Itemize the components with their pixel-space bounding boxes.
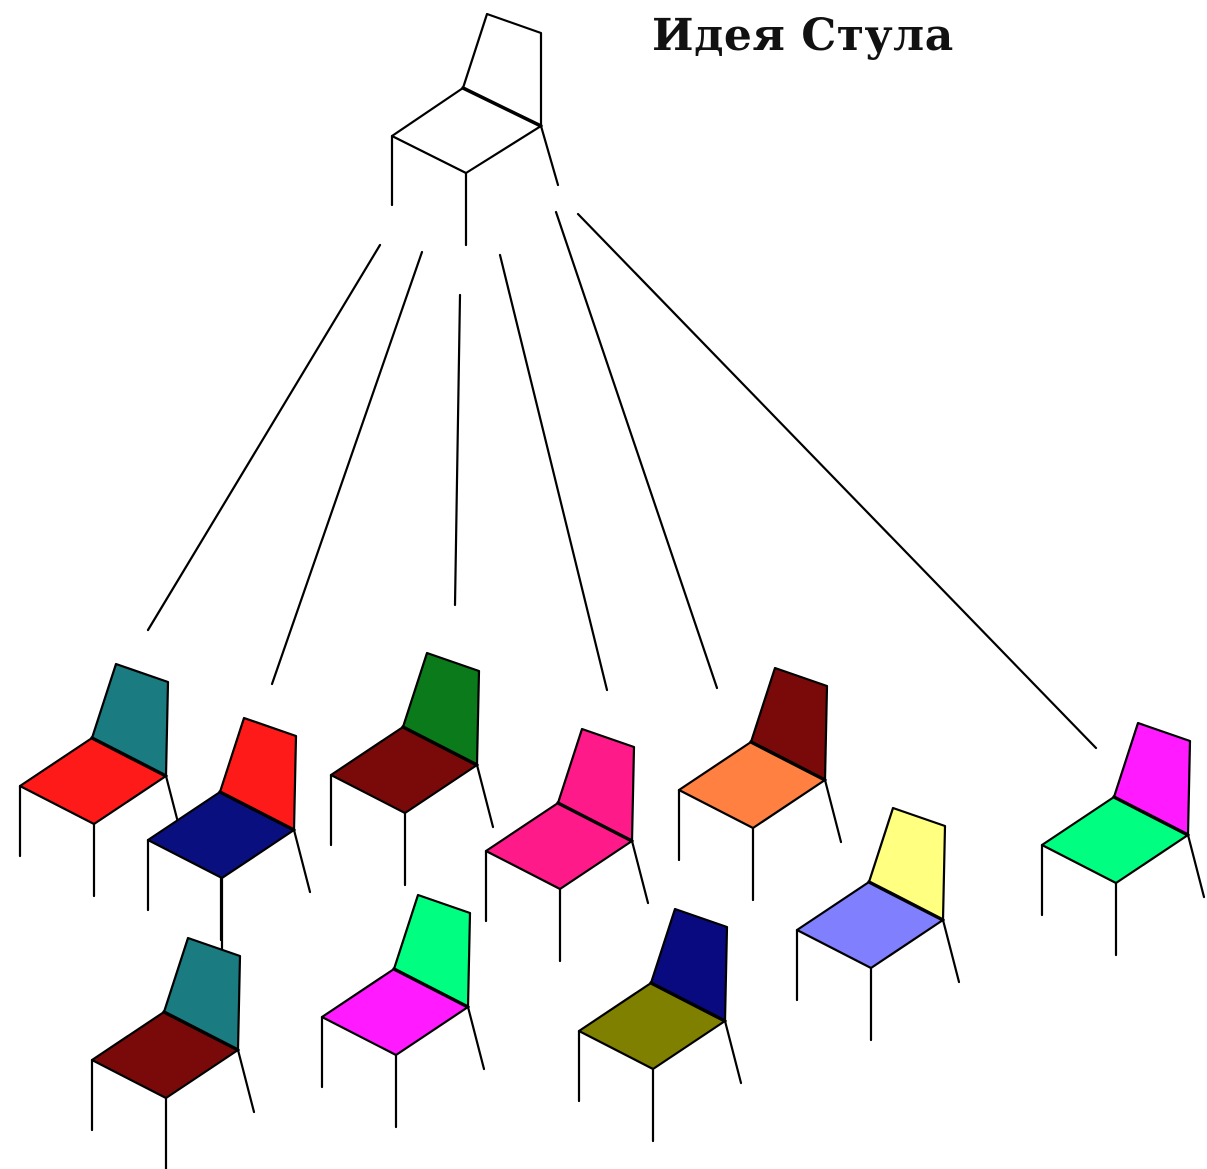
chair bbox=[484, 727, 650, 963]
connector-line bbox=[576, 212, 1098, 750]
connector-line bbox=[453, 293, 462, 607]
connector-lines bbox=[146, 210, 1098, 942]
connector-line bbox=[498, 253, 609, 692]
connector-line bbox=[270, 250, 424, 686]
chair bbox=[577, 907, 743, 1143]
chair bbox=[18, 662, 184, 898]
chair bbox=[90, 936, 256, 1169]
chair bbox=[677, 666, 843, 902]
chair bbox=[146, 716, 312, 952]
connector-line bbox=[146, 243, 382, 632]
connector-line bbox=[554, 210, 719, 690]
chair bbox=[1040, 721, 1206, 957]
idea-chair bbox=[390, 12, 560, 247]
chair bbox=[329, 651, 495, 887]
chair-instances bbox=[18, 651, 1206, 1169]
diagram-title: Идея Стула bbox=[652, 10, 954, 61]
chair bbox=[320, 893, 486, 1129]
chair bbox=[795, 806, 961, 1042]
